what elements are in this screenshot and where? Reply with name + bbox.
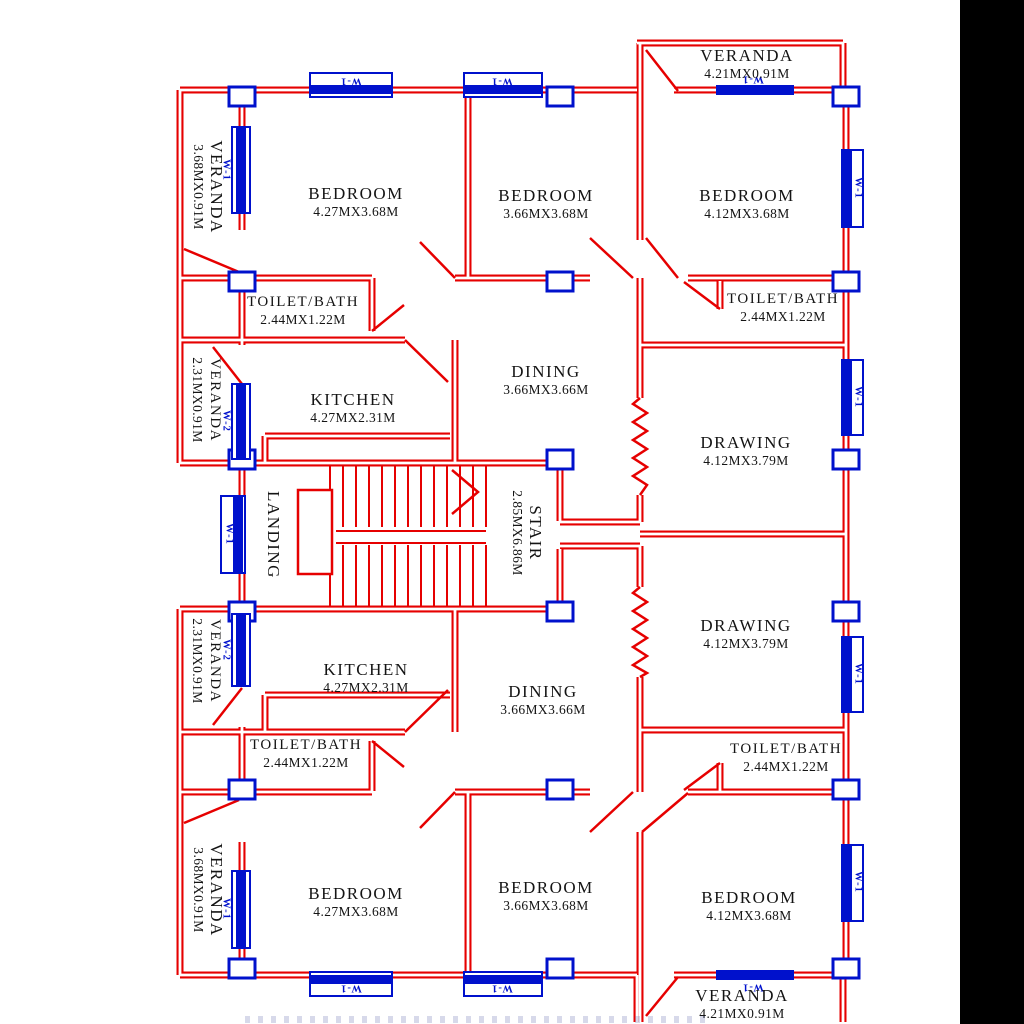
room-label-landing: LANDING	[264, 491, 284, 579]
column-markers	[227, 85, 861, 980]
window-glass	[233, 497, 243, 572]
window-label: W-1	[491, 982, 513, 994]
door-swings	[183, 49, 721, 1017]
stair-well	[296, 488, 334, 576]
window-glass	[843, 846, 852, 920]
window-label: W-1	[491, 75, 513, 87]
window-label: W-1	[852, 386, 864, 408]
window-glass	[236, 385, 246, 458]
window-label: W-1	[223, 523, 235, 545]
staircase	[296, 466, 488, 606]
window-glass	[465, 85, 541, 94]
window-glass	[843, 361, 852, 434]
window-label: W-1	[340, 75, 362, 87]
window-label: W-1	[340, 982, 362, 994]
stair-direction-arrow	[451, 469, 480, 515]
window-label: W-1	[852, 177, 864, 199]
window-glass	[843, 151, 852, 226]
window-glass	[236, 128, 246, 212]
window-glass	[716, 85, 794, 95]
window-label: W-1	[852, 871, 864, 893]
window-glass	[843, 638, 852, 711]
zigzag-openings	[630, 397, 650, 679]
right-black-band	[960, 0, 1024, 1024]
window-label: W-1	[852, 663, 864, 685]
window-glass	[311, 975, 391, 984]
window-glass	[236, 615, 246, 685]
window-glass	[716, 970, 794, 980]
window-glass	[465, 975, 541, 984]
window-glass	[311, 85, 391, 94]
window-glass	[236, 872, 246, 947]
cropped-caption	[245, 1016, 710, 1023]
